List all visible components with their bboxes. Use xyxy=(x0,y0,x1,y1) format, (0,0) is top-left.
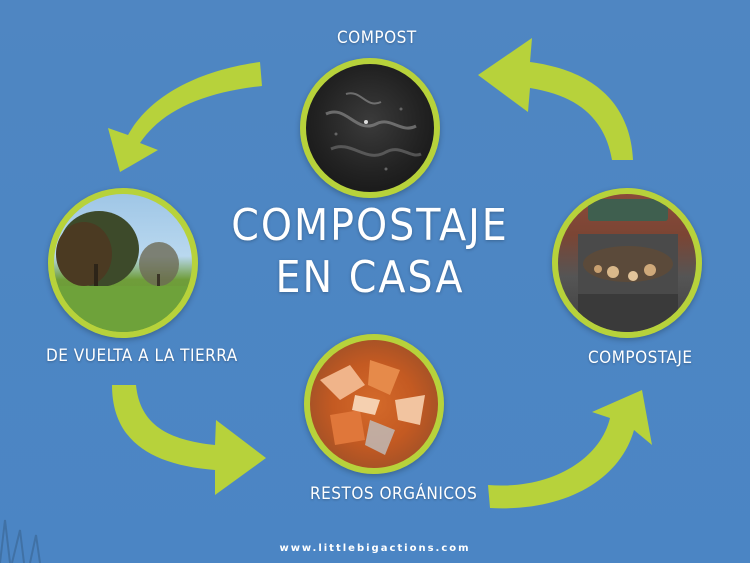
organic-waste-icon xyxy=(320,360,425,455)
title-line-2: EN CASA xyxy=(275,252,465,303)
arrow-compostaje-to-compost xyxy=(478,38,633,160)
compostaje-node xyxy=(552,188,702,338)
title-line-1: COMPOSTAJE xyxy=(231,200,509,251)
tierra-label: DE VUELTA A LA TIERRA xyxy=(46,346,238,366)
tree-field-icon xyxy=(54,211,192,332)
diagram-title: COMPOSTAJE EN CASA xyxy=(230,200,510,304)
restos-node xyxy=(304,334,444,474)
compost-soil-icon xyxy=(325,92,422,171)
arrow-tierra-to-restos xyxy=(112,385,266,495)
restos-label: RESTOS ORGÁNICOS xyxy=(310,484,478,504)
tierra-node xyxy=(48,188,198,338)
footer-url: www.littlebigactions.com xyxy=(279,543,471,554)
grass-silhouette xyxy=(0,519,41,563)
compost-label: COMPOST xyxy=(337,28,417,48)
compostaje-label: COMPOSTAJE xyxy=(588,348,693,368)
arrow-restos-to-compostaje xyxy=(488,390,652,509)
compost-node xyxy=(300,58,440,198)
compost-bin-icon xyxy=(578,199,678,332)
arrow-compost-to-tierra xyxy=(108,62,262,172)
